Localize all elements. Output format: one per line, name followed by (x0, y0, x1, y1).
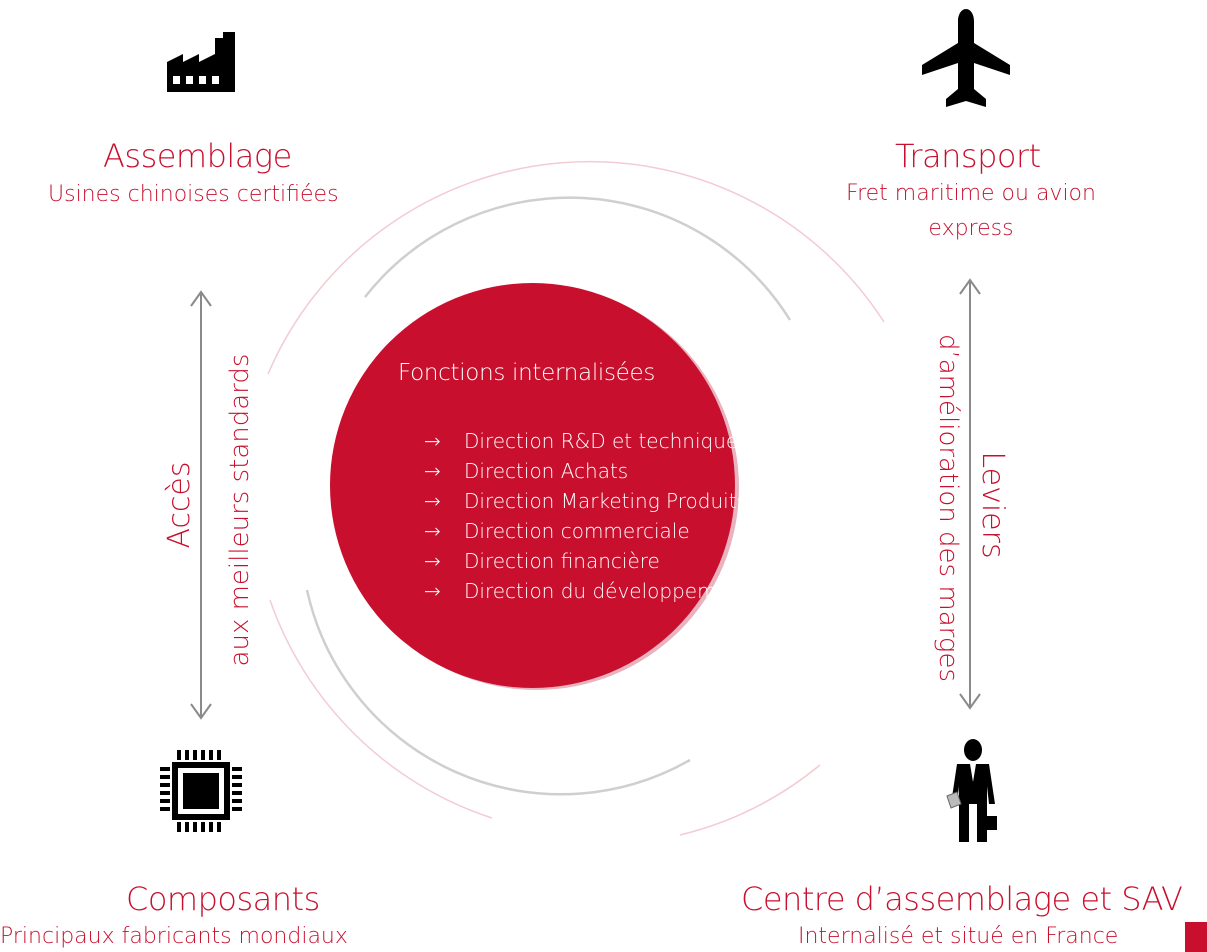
list-item: → Direction Achats (424, 456, 749, 486)
transport-subtitle-line1: Fret maritime ou avion (846, 181, 1096, 206)
list-item: → Direction R&D et technique (424, 426, 749, 456)
centre-subtitle: Internalisé et situé en France (798, 924, 1119, 949)
right-double-arrow (959, 278, 981, 710)
arrow-right-icon: → (424, 429, 441, 453)
function-label: Direction commerciale (464, 519, 690, 543)
transport-subtitle-line2: express (928, 216, 1014, 241)
arrow-right-icon: → (424, 549, 441, 573)
function-label: Direction Achats (464, 459, 629, 483)
transport-title: Transport (895, 137, 1041, 175)
centre-title: Centre d’assemblage et SAV (741, 880, 1183, 918)
right-axis-label-sub: d’amélioration des marges (933, 333, 963, 683)
composants-title: Composants (126, 880, 320, 918)
arrow-right-icon: → (424, 519, 441, 543)
left-double-arrow (190, 290, 212, 720)
function-label: Direction Marketing Produits (464, 489, 747, 513)
list-item: → Direction financière (424, 546, 749, 576)
right-axis-label-main: Leviers (975, 451, 1010, 559)
assemblage-subtitle: Usines chinoises certifiées (48, 182, 339, 207)
inner-arc-bottom (305, 589, 691, 796)
function-label: Direction du développement (464, 579, 750, 603)
outer-arc-bottom (269, 599, 493, 819)
airplane-icon (922, 9, 1010, 107)
left-axis-label-sub: aux meilleurs standards (225, 353, 255, 667)
factory-icon (167, 32, 235, 92)
function-label: Direction financière (464, 549, 660, 573)
chip-icon (160, 750, 242, 832)
corner-square (1185, 922, 1207, 952)
outer-arc-bottom-right (679, 764, 821, 836)
assemblage-title: Assemblage (103, 137, 292, 175)
arrow-right-icon: → (424, 579, 441, 603)
list-item: → Direction du développement (424, 576, 749, 606)
businessman-icon (946, 739, 997, 842)
list-item: → Direction Marketing Produits (424, 486, 749, 516)
center-function-list: → Direction R&D et technique → Direction A… (424, 426, 749, 606)
arrow-right-icon: → (424, 489, 441, 513)
inner-arc-top (364, 196, 792, 321)
composants-subtitle: Principaux fabricants mondiaux (0, 924, 348, 949)
list-item: → Direction commerciale (424, 516, 749, 546)
center-title: Fonctions internalisées (398, 360, 656, 386)
left-axis-label-main: Accès (162, 461, 197, 549)
function-label: Direction R&D et technique (464, 429, 739, 453)
center-circle (330, 283, 735, 688)
arrow-right-icon: → (424, 459, 441, 483)
outer-arc-top (267, 160, 885, 375)
